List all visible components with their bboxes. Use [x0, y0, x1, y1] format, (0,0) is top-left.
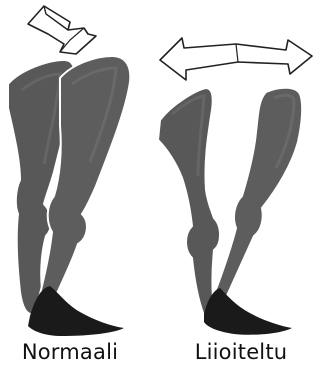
- double-arrow-icon: [160, 38, 312, 80]
- right-splayed-bone: [211, 88, 302, 312]
- exaggerated-illustration: [158, 38, 312, 335]
- cartilage-base-exaggerated: [204, 288, 292, 335]
- caption-exaggerated: Liioiteltu: [195, 340, 288, 364]
- caption-normal: Normaali: [22, 340, 118, 364]
- rotation-arrow-icon: [28, 6, 96, 54]
- left-splayed-bone: [158, 88, 220, 319]
- cartilage-base: [28, 286, 124, 336]
- normal-illustration: [8, 6, 130, 336]
